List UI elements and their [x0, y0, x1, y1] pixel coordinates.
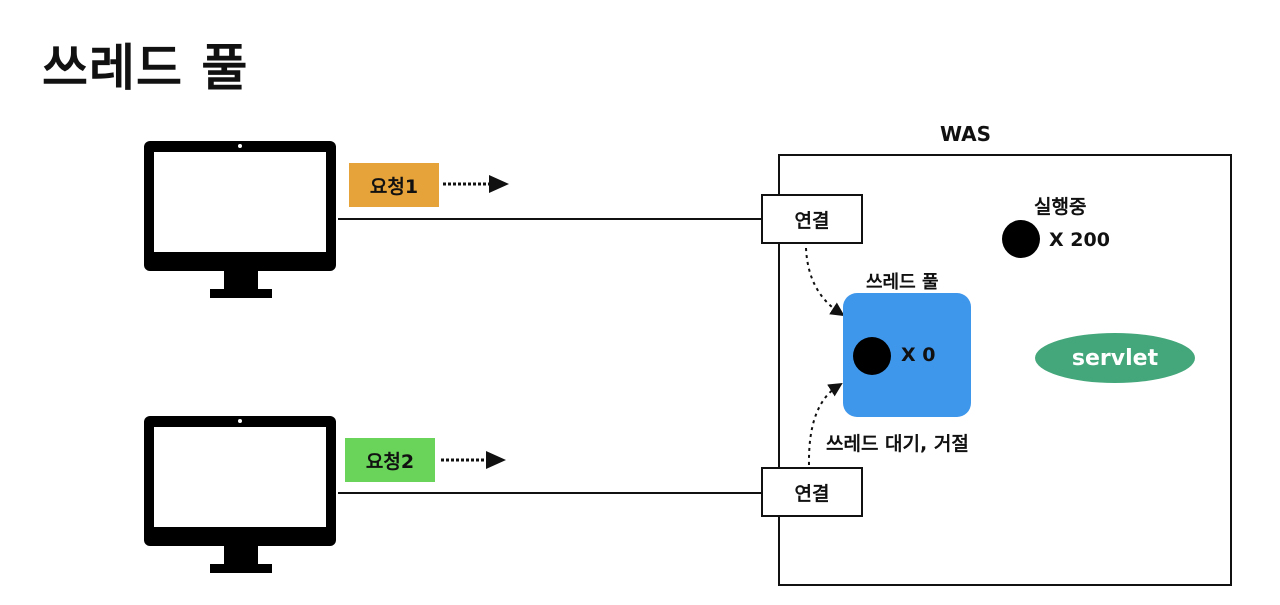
request1-arrowhead-icon	[489, 175, 509, 193]
was-label: WAS	[940, 122, 992, 146]
pool-curve-bottom	[807, 383, 843, 466]
request2-arrowhead-icon	[486, 451, 506, 469]
connection1-box: 연결	[761, 194, 863, 244]
request2-label: 요청2	[345, 438, 435, 482]
was-container	[778, 154, 1232, 586]
request1-label: 요청1	[349, 163, 439, 207]
connection2-box: 연결	[761, 467, 863, 517]
running-label: 실행중	[1034, 196, 1087, 218]
pool-curve-top	[805, 247, 845, 317]
pool-thread-count: X 0	[901, 344, 936, 366]
running-thread-count: X 200	[1049, 229, 1110, 251]
pool-thread-icon	[853, 337, 891, 375]
running-thread-icon	[1002, 220, 1040, 258]
thread-pool-label: 쓰레드 풀	[866, 272, 939, 293]
wait-reject-label: 쓰레드 대기, 거절	[826, 433, 969, 455]
client2-monitor-icon	[144, 416, 336, 573]
servlet-node: servlet	[1035, 333, 1195, 383]
page-title: 쓰레드 풀	[42, 39, 249, 97]
client1-monitor-icon	[144, 141, 336, 298]
